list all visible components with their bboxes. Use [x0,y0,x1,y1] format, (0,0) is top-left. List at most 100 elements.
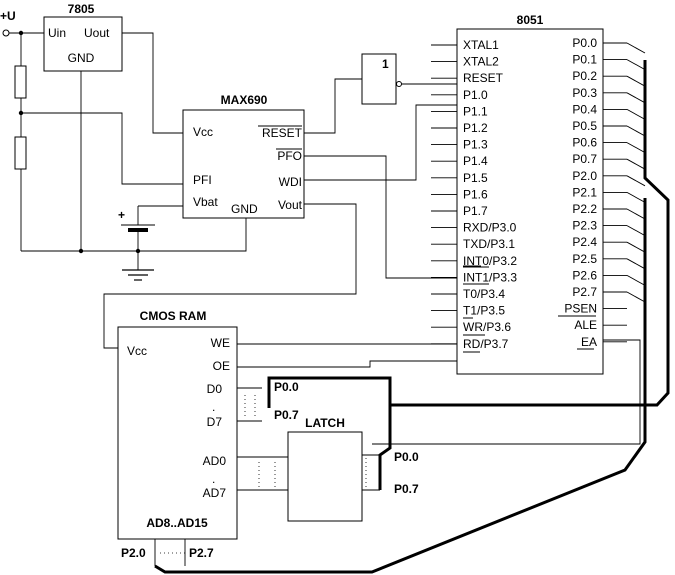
mcu-bus-entry-p0-7 [626,158,646,170]
ram-oe: OE [213,359,230,373]
mcu-pin-p0-4: P0.4 [572,102,597,116]
mcu-pin-p0-7: P0.7 [572,152,597,166]
ram-box [117,326,238,540]
supervisor-vcc: Vcc [193,125,213,139]
mcu-pin-xtal2: XTAL2 [463,55,499,69]
wire-reset-to-inverter [304,78,362,134]
mcu-bus-entry-p2-6 [626,275,646,286]
regulator-box [43,16,123,72]
mcu-pin-p0-2: P0.2 [572,69,597,83]
power-input: +U [0,9,16,37]
mcu-pin-p0-3: P0.3 [572,86,597,100]
bus-p2-to-ram-high [154,198,647,574]
supervisor-wdi: WDI [279,175,302,189]
mcu-pin-wr-p3-6: WR/P3.6 [463,320,511,334]
latch-p00-label: P0.0 [394,450,419,464]
regulator-7805: 7805 Uin Uout GND [43,2,123,72]
mcu-pin-p0-1: P0.1 [572,53,597,67]
mcu-bus-entry-p2-3 [626,225,646,236]
mcu-left-pin-group: XTAL1XTAL2RESETP1.0P1.1P1.2P1.3P1.4P1.5P… [431,38,517,351]
wire-latch-outputs [237,456,288,491]
mcu-bus-entry-p2-2 [626,208,646,220]
latch-p07-label: P0.7 [394,482,419,496]
junction-regulator-gnd [78,248,84,254]
mcu-pin-t0-p3-4: T0/P3.4 [463,287,505,301]
ram-p20: P2.0 [121,546,146,560]
junction-battery-gnd [135,248,141,254]
ram-p27: P2.7 [189,546,214,560]
regulator-uout: Uout [84,26,110,40]
battery-plus: + [118,208,125,222]
latch-box [287,431,363,522]
mcu-pin-p2-3: P2.3 [572,219,597,233]
inverter-bubble [396,81,402,87]
supervisor-pfi: PFI [193,173,212,187]
inverter-label: 1 [382,57,389,71]
mcu-pin-xtal1: XTAL1 [463,38,499,52]
mcu-bus-entry-p0-3 [626,92,646,104]
supervisor-title: MAX690 [221,93,268,107]
mcu-pin-rxd-p3-0: RXD/P3.0 [463,221,517,235]
junctions [18,30,141,254]
mcu-pin-p1-1: P1.1 [463,104,488,118]
mcu-pin-p1-3: P1.3 [463,138,488,152]
mcu-pin-p2-1: P2.1 [572,185,597,199]
bus-p0-to-ram-data [267,60,670,408]
mcu-8051: 8051 XTAL1XTAL2RESETP1.0P1.1P1.2P1.3P1.4… [431,13,646,375]
battery: + [118,208,155,232]
mcu-bus-entry-p2-0 [626,175,646,187]
mcu-pin-int0-p3-2: INT0/P3.2 [463,254,517,268]
inverter-box [361,53,397,105]
mcu-bus-entry-p2-1 [626,192,646,203]
ram-data-p00-label: P0.0 [274,380,299,394]
mcu-pin-p1-7: P1.7 [463,204,488,218]
supervisor-reset: RESET [262,126,303,140]
mcu-bus-entry-p0-2 [626,75,646,87]
ram-ad0: AD0 [203,454,227,468]
supervisor-vout: Vout [278,198,303,212]
wiring [9,32,641,566]
ram-d-dot: . [212,400,215,414]
wire-ram-data-stubs [237,387,262,422]
mcu-pin-rd-p3-7: RD/P3.7 [463,337,509,351]
mcu-bus-entry-p0-5 [626,125,646,137]
ram-data-p07-label: P0.7 [274,408,299,422]
latch-output-dots [258,462,276,488]
latch: LATCH [287,416,363,522]
mcu-pin-p2-2: P2.2 [572,202,597,216]
mcu-pin-p0-0: P0.0 [572,36,597,50]
ram-ad-dot: . [212,472,215,486]
mcu-bus-entry-p2-5 [626,258,646,270]
mcu-pin-p2-4: P2.4 [572,235,597,249]
bus-p0-to-latch [378,405,392,490]
mcu-pin-p0-6: P0.6 [572,136,597,150]
ram-data-bus-dots [244,395,256,417]
resistor-top [14,65,27,99]
mcu-pin-p0-5: P0.5 [572,119,597,133]
mcu-pin-psen: PSEN [564,302,597,316]
mcu-pin-ea: EA [581,335,597,349]
wire-wdi-to-p10 [304,104,457,181]
power-terminal [2,29,10,37]
supervisor-pfo: PFO [277,149,302,163]
mcu-pin-p2-5: P2.5 [572,252,597,266]
regulator-gnd: GND [68,51,95,65]
supervisor-gnd: GND [231,202,258,216]
ram-d7: D7 [207,415,223,429]
cmos-ram: CMOS RAM Vcc WE OE D0 . D7 AD0 . AD7 AD8… [117,309,238,560]
mcu-pin-p2-7: P2.7 [572,285,597,299]
mcu-title: 8051 [517,13,544,27]
ram-d0: D0 [207,382,223,396]
mcu-right-pin-group: P0.0P0.1P0.2P0.3P0.4P0.5P0.6P0.7P2.0P2.1… [564,36,646,349]
bus-lines [154,60,670,574]
mcu-bus-entry-p0-4 [626,109,646,120]
mcu-pin-p1-4: P1.4 [463,154,488,168]
wire-oe-to-rd [237,360,457,368]
wire-ground-rail [21,218,247,252]
mcu-pin-p2-0: P2.0 [572,169,597,183]
latch-title: LATCH [305,416,345,430]
mcu-pin-ale: ALE [574,318,597,332]
wire-uout-to-vcc [122,32,183,134]
power-label: +U [0,9,16,23]
mcu-pin-p1-5: P1.5 [463,171,488,185]
